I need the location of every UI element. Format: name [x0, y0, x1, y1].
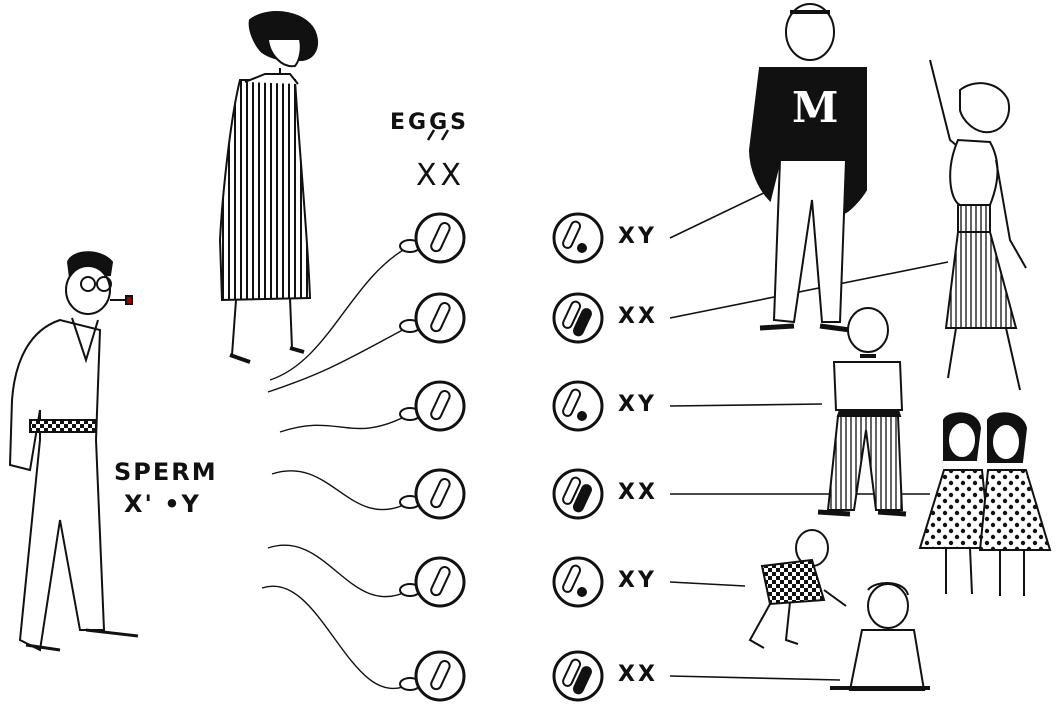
- genotype-label: XX: [618, 304, 658, 329]
- zygote-cell: [554, 382, 602, 430]
- zygote-circle: [554, 382, 602, 430]
- son-adult-figure: M: [750, 4, 866, 330]
- egg-cell: [268, 545, 464, 606]
- zygote-cell: [554, 214, 602, 262]
- baby-girl-figure: [830, 583, 930, 690]
- y-chromosome: [577, 411, 587, 421]
- connector-line: [670, 404, 822, 406]
- zygote-cell: [554, 558, 602, 606]
- twin-girls-figure: [920, 413, 1050, 596]
- eggs-chromosome-label: XX: [416, 158, 465, 193]
- genotype-label: XY: [618, 224, 657, 249]
- daughter-adult-figure: [930, 60, 1026, 390]
- zygote-cell: [554, 294, 602, 342]
- eggs-label: EGGS: [390, 110, 469, 135]
- y-chromosome: [577, 587, 587, 597]
- toddler-boy-figure: [750, 530, 846, 648]
- genotype-label: XX: [618, 480, 658, 505]
- y-chromosome: [577, 243, 587, 253]
- sperm-tail: [268, 545, 410, 597]
- sperm-tail: [268, 326, 410, 392]
- zygote-cell: [554, 652, 602, 700]
- egg-cell: [272, 470, 464, 518]
- sperm-tail: [262, 586, 410, 688]
- svg-text:M: M: [792, 83, 839, 132]
- genotype-label: XY: [618, 568, 657, 593]
- zygote-circle: [554, 558, 602, 606]
- connector-line: [670, 262, 948, 318]
- egg-cell: [268, 294, 464, 392]
- genotype-label: XY: [618, 392, 657, 417]
- sperm-label: SPERM: [114, 458, 218, 486]
- sperm-chromosome-label: X' •Y: [124, 490, 201, 518]
- father-figure: [10, 252, 138, 650]
- mother-figure: [220, 12, 317, 362]
- sperm-tail: [280, 414, 410, 432]
- boy-figure: [818, 308, 906, 514]
- connector-line: [670, 676, 840, 680]
- connector-line: [670, 190, 770, 238]
- zygote-cell: [554, 470, 602, 518]
- connector-line: [670, 582, 745, 586]
- genotype-label: XX: [618, 662, 658, 687]
- sperm-tail: [272, 471, 410, 510]
- zygote-circle: [554, 214, 602, 262]
- egg-cell: [280, 382, 464, 432]
